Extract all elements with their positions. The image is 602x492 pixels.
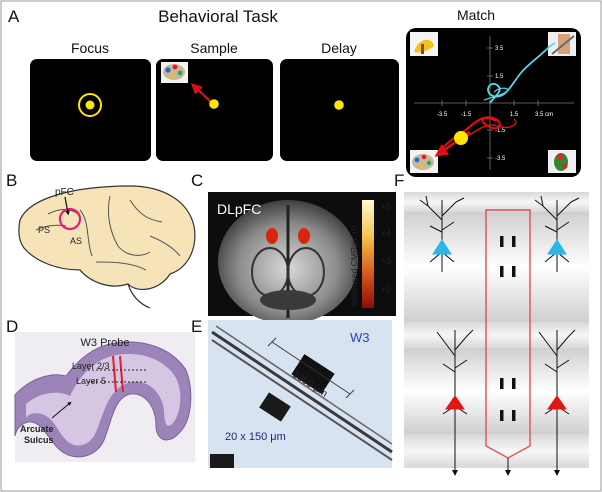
panel-label-d: D [6,317,18,336]
match-image-bottom-right-icon [548,150,576,173]
focus-screen [30,59,151,161]
match-tick-y-3: -1.5 [495,128,506,134]
probe-insertion-line [112,355,117,393]
delay-screen [280,59,399,161]
probe-block-2 [259,392,291,422]
scale-tick-plus5: +5 [381,202,391,212]
probe-micrograph [208,320,393,468]
nissl-section [14,332,195,462]
axon-arrow-left [452,470,458,476]
match-image-top-left-icon [410,32,438,56]
match-tick-x-1: -3.5 [437,112,448,118]
scale-axis-label: Increased CMRglc (f) [349,226,359,306]
match-screen: -3.5 -1.5 1.5 3.5 cm 3.5 1.5 -1.5 -3.5 [406,28,581,177]
size-label: 20 x 150 μm [225,431,286,443]
eye-trace-red [435,116,501,157]
delay-fixation-dot [334,100,344,110]
match-tick-y-2: 1.5 [495,74,504,80]
match-tick-x-3: 1.5 [510,112,519,118]
pfc-pointer-arrow [64,196,70,216]
match-tick-y-4: -3.5 [495,156,506,162]
panel-label-c: C [191,171,203,190]
scale-tick-plus2: +2 [381,284,391,294]
dlpfc-activation-right [298,228,310,244]
stage-delay-label: Delay [321,40,357,56]
dlpfc-label: DLpFC [217,201,261,217]
match-image-bottom-left-icon [410,150,438,173]
sulcus-label: Sulcus [24,435,54,445]
arcuate-label: Arcuate [20,424,54,434]
recording-sites [500,236,516,421]
probe-insertion-line-2 [119,355,124,393]
color-scale-bar [362,200,374,308]
ps-label: PS [38,225,50,235]
pfc-region-circle [58,207,82,231]
stage-focus-label: Focus [71,40,109,56]
scale-tick-plus4: +4 [381,228,391,238]
neuron-cyan-right [534,195,580,272]
panel-label-b: B [6,171,17,190]
neuron-cyan-left [419,195,465,272]
neuron-red-right [538,329,576,474]
layer23-label: Layer 2/3 [72,361,110,371]
cortical-column-diagram [404,192,589,468]
probe-outline [485,209,531,459]
arcuate-arrow [51,401,72,419]
probe-arrow [505,470,511,476]
match-fixation-dot [454,131,468,145]
panel-label-e: E [191,317,202,336]
pfc-label: pFC [55,187,74,198]
match-tick-x-2: -1.5 [461,112,472,118]
length-scale-line [271,341,351,395]
sample-screen [156,59,273,161]
eye-trace-cyan-loop [483,87,509,101]
as-label: AS [70,236,82,246]
sample-fixation-dot [209,99,219,109]
behavioral-task-title: Behavioral Task [158,7,278,26]
eye-trace-red-loop [461,118,517,141]
match-tick-x-4: 3.5 cm [535,112,553,118]
layer5-label: Layer 5 [76,376,106,386]
panel-label-f: F [394,171,404,190]
fixation-ring [78,93,102,117]
dlpfc-activation-left [266,228,278,244]
fixation-dot [85,100,95,110]
match-tick-y-1: 3.5 [495,46,504,52]
stage-sample-label: Sample [190,40,238,56]
w3-label: W3 [350,330,370,345]
panel-label-a: A [8,7,20,26]
axon-arrow-right [554,470,560,476]
sample-image-icon [161,62,188,83]
probe-block [291,354,335,394]
sample-saccade-arrow [190,83,213,104]
w3-probe-label: W3 Probe [81,337,130,349]
scale-tick-plus3: +3 [381,256,391,266]
stage-match-label: Match [457,7,495,23]
neuron-red-left [436,329,474,474]
